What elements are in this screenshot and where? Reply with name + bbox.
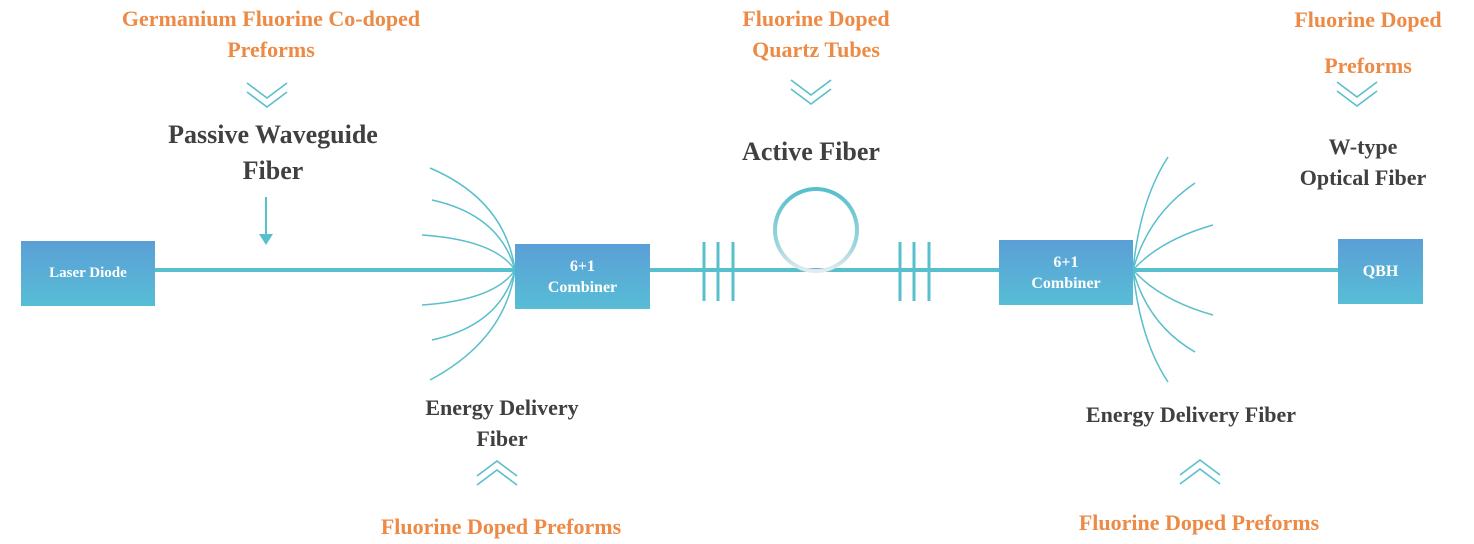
label-wtype-fiber-line-1: W-type [1328,134,1398,159]
pump-fiber [421,234,516,271]
active-fiber-coil [773,187,859,273]
laser-diode-label: Laser Diode [49,265,127,281]
pump-fiber [1132,269,1214,316]
pump-fiber [1132,156,1169,271]
label-energy-left-line-2: Fiber [476,426,528,451]
source-wtype-line-1: Fluorine Doped [1294,7,1442,32]
label-wtype-fiber-line-2: Optical Fiber [1299,165,1427,190]
label-energy-right: Energy Delivery Fiber [1085,402,1297,427]
pump-fiber [429,269,516,381]
source-passive: Germanium Fluorine Co-doped Preforms [122,3,420,65]
label-wtype-fiber: W-type Optical Fiber [1300,131,1426,193]
label-passive-fiber-line-1: Passive Waveguide [168,120,378,149]
source-active: Fluorine Doped Quartz Tubes [742,3,889,65]
double-chevron-up-icon [476,460,518,486]
combiner-left-line-2: Combiner [547,278,618,296]
pump-fiber [1132,269,1196,353]
label-passive-fiber: Passive Waveguide Fiber [168,117,378,189]
pump-fiber [421,269,516,306]
pump-fiber [431,199,516,271]
pump-fiber [429,167,516,271]
double-chevron-up-icon [1179,459,1221,485]
double-chevron-down-icon [1336,81,1378,107]
pump-fibers-right [1132,156,1214,383]
source-active-line-1: Fluorine Doped [742,6,890,31]
source-energy-right: Fluorine Doped Preforms [1078,510,1320,535]
source-passive-line-1: Germanium Fluorine Co-doped [121,6,421,31]
label-passive-fiber-line-2: Fiber [242,156,304,185]
label-energy-left: Energy Delivery Fiber [425,392,578,454]
pump-fiber [431,269,516,341]
double-chevron-down-icon [790,79,832,105]
label-energy-left-line-1: Energy Delivery [425,395,579,420]
grating-right [898,242,931,301]
qbh-box: QBH [1338,239,1423,304]
label-active-fiber: Active Fiber [742,137,880,166]
source-passive-line-2: Preforms [227,37,315,62]
combiner-left-box: 6+1 Combiner [515,244,650,309]
arrow-down-icon [259,234,273,245]
source-wtype-line-2: Preforms [1324,53,1412,78]
pump-fibers-left [421,167,516,381]
combiner-right-box: 6+1 Combiner [999,240,1133,305]
pump-fiber [1132,182,1196,271]
pump-fiber [1132,269,1169,383]
laser-diode-box: Laser Diode [21,241,155,306]
source-active-line-2: Quartz Tubes [752,37,880,62]
qbh-label: QBH [1362,263,1399,280]
combiner-left-line-1: 6+1 [569,257,596,275]
combiner-right-line-2: Combiner [1031,274,1101,292]
combiner-right-line-1: 6+1 [1053,253,1079,271]
grating-left [702,242,735,301]
source-wtype: Fluorine Doped Preforms [1294,0,1441,89]
pump-fiber [1132,224,1214,271]
source-energy-left: Fluorine Doped Preforms [380,514,622,539]
double-chevron-down-icon [246,82,288,108]
